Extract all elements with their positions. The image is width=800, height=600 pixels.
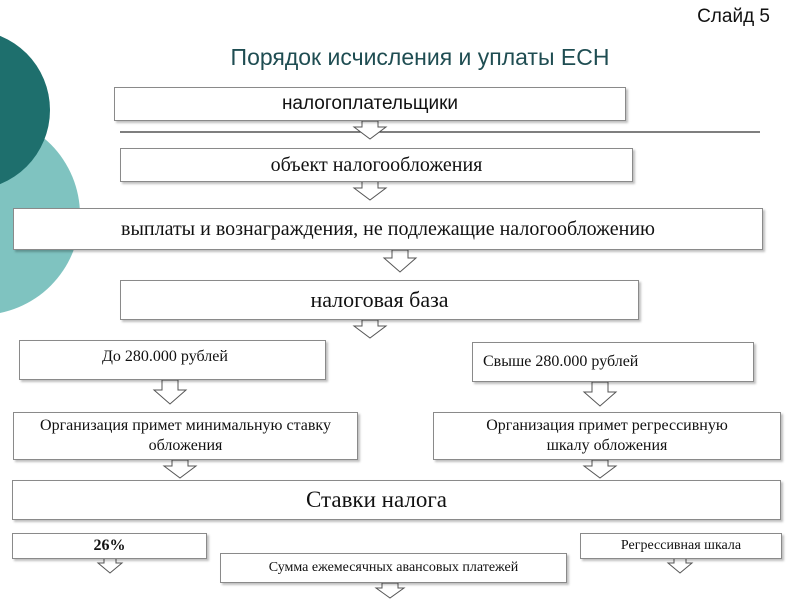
node-exempt: выплаты и вознаграждения, не подлежащие … (13, 208, 763, 250)
node-up-to: До 280.000 рублей (19, 340, 326, 380)
page-title: Порядок исчисления и уплаты ЕСН (230, 44, 610, 70)
node-advance-payments: Сумма ежемесячных авансовых платежей (220, 553, 567, 583)
node-regressive: Регрессивная шкала (580, 533, 782, 559)
slide-number: Слайд 5 (697, 6, 770, 27)
node-over: Свыше 280.000 рублей (472, 342, 754, 382)
node-base: налоговая база (120, 280, 639, 320)
node-object: объект налогообложения (120, 148, 633, 182)
node-taxpayers: налогоплательщики (114, 87, 626, 121)
node-regressive-scale: Организация примет регрессивную шкалу об… (433, 412, 781, 460)
dark-circle (0, 35, 50, 185)
node-min-rate: Организация примет минимальную ставку об… (13, 412, 358, 460)
node-rate-26: 26% (12, 533, 207, 559)
node-rates: Ставки налога (12, 480, 781, 520)
